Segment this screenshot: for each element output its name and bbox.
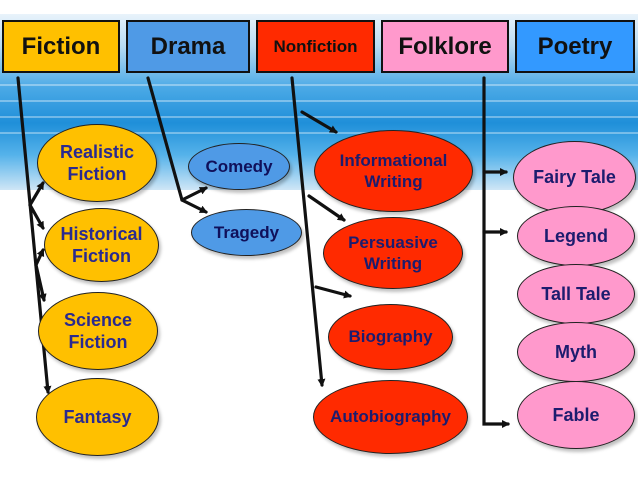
oval-tall-tale: Tall Tale (517, 264, 635, 324)
nonfiction-to-biography-line (314, 285, 352, 299)
header-fiction: Fiction (2, 20, 120, 73)
header-folklore: Folklore (381, 20, 509, 73)
header-nonfiction: Nonfiction (256, 20, 375, 73)
oval-fantasy: Fantasy (36, 378, 159, 456)
header-drama: Drama (126, 20, 250, 73)
oval-science-fiction: Science Fiction (38, 292, 158, 370)
oval-autobiography: Autobiography (313, 380, 468, 454)
oval-fairy-tale: Fairy Tale (513, 141, 636, 214)
fiction-to-historical-lower-line (34, 248, 45, 267)
oval-realistic-fiction: Realistic Fiction (37, 124, 157, 202)
nonfiction-to-persuasive-line (307, 194, 346, 222)
header-poetry: Poetry (515, 20, 635, 73)
oval-tragedy: Tragedy (191, 209, 302, 256)
fiction-to-science-line (34, 263, 47, 302)
oval-myth: Myth (517, 322, 635, 382)
fiction-to-historical-line (28, 203, 45, 230)
nonfiction-to-informational-line (300, 110, 338, 134)
drama-to-comedy-line (180, 186, 208, 202)
oval-fable: Fable (517, 381, 635, 449)
nonfiction-trunk-line (290, 76, 326, 387)
oval-legend: Legend (517, 206, 635, 266)
oval-comedy: Comedy (188, 143, 290, 190)
oval-persuasive-writing: Persuasive Writing (323, 217, 463, 289)
folklore-trunk-line (482, 76, 510, 428)
oval-informational-writing: Informational Writing (314, 130, 473, 212)
oval-historical-fiction: Historical Fiction (44, 208, 159, 282)
fiction-to-realistic-line (28, 181, 45, 207)
oval-biography: Biography (328, 304, 453, 370)
